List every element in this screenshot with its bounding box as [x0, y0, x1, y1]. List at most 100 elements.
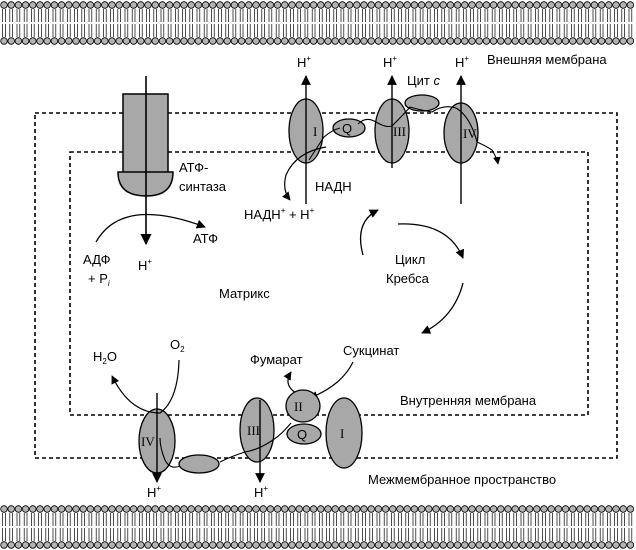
outer-membrane-bottom-lipid-head	[230, 541, 239, 549]
ubiquinone-lower-label: Q	[297, 427, 307, 442]
outer-membrane-bottom-lipid-head	[165, 541, 174, 549]
outer-membrane-top-lipid-head	[482, 1, 491, 9]
outer-membrane-top-lipid-head	[281, 37, 289, 45]
outer-membrane-bottom-lipid-head	[50, 541, 59, 549]
outer-membrane-top-lipid-head	[446, 1, 455, 9]
nadh-label: НАДН	[315, 179, 352, 194]
outer-membrane-bottom-lipid-head	[209, 505, 217, 513]
outer-membrane-bottom-lipid-head	[518, 505, 527, 513]
outer-membrane-bottom-lipid-head	[57, 541, 66, 549]
outer-membrane-bottom-lipid-head	[410, 505, 419, 513]
outer-membrane-bottom-lipid-head	[7, 505, 15, 513]
outer-membrane-top-lipid-head	[331, 37, 339, 45]
outer-membrane-top-lipid-head	[504, 37, 512, 45]
outer-membrane-bottom-lipid-head	[252, 541, 260, 549]
outer-membrane-top-lipid-head	[165, 37, 174, 45]
outer-membrane-bottom-lipid-head	[439, 505, 447, 513]
outer-membrane-bottom-lipid-head	[151, 505, 159, 513]
outer-membrane-top-lipid-head	[129, 1, 138, 9]
outer-membrane-bottom-lipid-head	[137, 541, 145, 549]
outer-membrane-bottom-lipid-head	[353, 541, 361, 549]
outer-membrane-top-lipid-head	[547, 37, 555, 45]
outer-membrane-top-lipid-head	[230, 37, 239, 45]
outer-membrane-bottom-lipid-head	[288, 541, 296, 549]
outer-membrane-top-lipid-head	[374, 1, 383, 9]
outer-membrane-top-lipid-head	[252, 37, 260, 45]
complex-iii-upper-label: III	[393, 124, 406, 139]
outer-membrane-bottom-lipid-head	[36, 505, 44, 513]
outer-membrane-top-lipid-head	[590, 1, 599, 9]
outer-membrane-bottom-lipid-head	[317, 505, 325, 513]
outer-membrane-top-lipid-head	[317, 37, 325, 45]
complex-iii-lower-label: III	[247, 423, 260, 438]
outer-membrane-bottom-lipid-head	[317, 541, 325, 549]
outer-membrane-bottom-lipid-head	[180, 505, 188, 513]
outer-membrane-bottom-lipid-head	[331, 541, 339, 549]
outer-membrane-bottom-lipid-head	[36, 541, 44, 549]
outer-membrane-bottom-lipid-head	[7, 541, 15, 549]
outer-membrane-top-lipid-head	[324, 37, 332, 45]
outer-membrane-top-lipid-head	[410, 37, 419, 45]
outer-membrane-top-lipid-head	[165, 1, 174, 9]
outer-membrane-bottom-lipid-head	[626, 541, 635, 549]
outer-membrane-top-lipid-head	[360, 37, 368, 45]
outer-membrane-top-lipid-head	[14, 1, 23, 9]
outer-membrane-top-lipid-head	[151, 1, 159, 9]
proton-complex-iii-lower: H+	[254, 484, 268, 500]
outer-membrane-bottom-lipid-head	[43, 541, 51, 549]
outer-membrane-top-lipid-head	[345, 1, 354, 9]
proton-atp-synthase: H+	[138, 257, 152, 273]
outer-membrane-top-lipid-head	[201, 1, 210, 9]
outer-membrane-top-lipid-head	[576, 37, 584, 45]
outer-membrane-bottom-lipid-head	[338, 541, 347, 549]
outer-membrane-bottom-lipid-head	[216, 541, 224, 549]
outer-membrane-top-lipid-head	[86, 37, 95, 45]
outer-membrane-top-lipid-head	[374, 37, 383, 45]
outer-membrane-top-lipid-head	[295, 1, 303, 9]
outer-membrane-bottom-lipid-head	[569, 505, 577, 513]
outer-membrane-bottom-lipid-head	[396, 505, 404, 513]
outer-membrane-bottom-lipid-head	[446, 541, 455, 549]
outer-membrane-top-lipid-head	[194, 1, 203, 9]
outer-membrane-top-lipid-head	[57, 1, 66, 9]
outer-membrane-bottom-lipid-head	[72, 541, 80, 549]
outer-membrane-top-lipid-head	[619, 1, 627, 9]
ubiquinone-upper-label: Q	[342, 121, 352, 136]
proton-complex-iv-lower: H+	[147, 484, 161, 500]
outer-membrane-top-lipid-head	[439, 1, 447, 9]
outer-membrane-bottom-lipid-head	[367, 541, 375, 549]
complex-iii-lower	[239, 397, 275, 463]
outer-membrane-top-lipid-head	[439, 37, 447, 45]
outer-membrane-bottom-lipid-head	[576, 541, 584, 549]
outer-membrane-top-lipid-head	[230, 1, 239, 9]
outer-membrane-bottom-lipid-head	[86, 505, 95, 513]
outer-membrane-top-lipid-head	[209, 1, 217, 9]
outer-membrane-bottom-lipid-head	[612, 541, 620, 549]
outer-membrane-bottom-lipid-head	[540, 505, 548, 513]
outer-membrane-bottom-lipid-head	[29, 541, 37, 549]
outer-membrane-top-lipid-head	[389, 37, 397, 45]
outer-membrane-bottom-lipid-head	[353, 505, 361, 513]
outer-membrane-top-lipid-head	[410, 1, 419, 9]
outer-membrane-top-lipid-head	[309, 37, 318, 45]
outer-membrane-top-lipid-head	[50, 1, 59, 9]
outer-membrane-top-lipid-head	[79, 37, 87, 45]
outer-membrane-top-lipid-head	[489, 37, 498, 45]
adp-to-atp-arrow	[95, 213, 206, 243]
outer-membrane-top-lipid-head	[115, 37, 123, 45]
outer-membrane-top-lipid-head	[338, 37, 347, 45]
cytochrome-c-upper	[404, 94, 440, 112]
outer-membrane-top-lipid-head	[21, 37, 30, 45]
complex-i-lower-label: I	[340, 426, 344, 441]
outer-membrane-top-lipid-head	[281, 1, 289, 9]
outer-membrane-top-lipid-head	[597, 1, 606, 9]
ubiquinone-upper	[332, 118, 366, 138]
outer-membrane-top-lipid-head	[497, 1, 505, 9]
outer-membrane-bottom-lipid-head	[0, 505, 8, 513]
atp-synthase	[117, 76, 174, 246]
outer-membrane-top-lipid-head	[7, 1, 15, 9]
outer-membrane-bottom-lipid-head	[230, 505, 239, 513]
outer-membrane-top-lipid-head	[252, 1, 260, 9]
outer-membrane-top-lipid-head	[266, 1, 275, 9]
complex-iv-upper-label: IV	[463, 126, 477, 141]
